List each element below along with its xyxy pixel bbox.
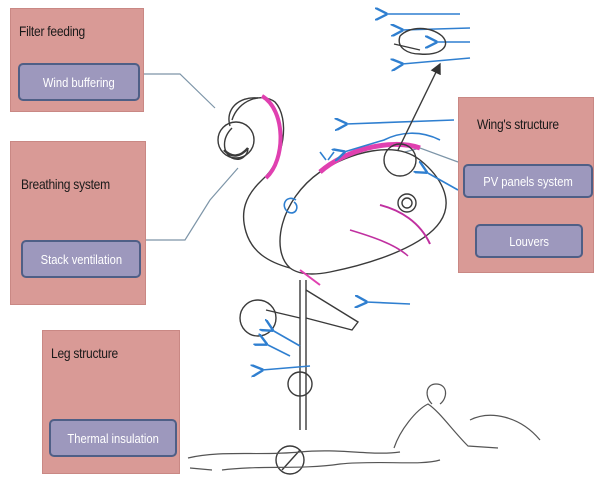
connector-breathing	[146, 168, 238, 240]
wings-structure-panel: Wing's structure PV panels system Louver…	[458, 97, 594, 273]
filter-feeding-panel: Filter feeding Wind buffering	[10, 8, 144, 112]
flamingo-legs	[240, 280, 358, 474]
wind-buffering-pill: Wind buffering	[18, 63, 140, 101]
breathing-system-title: Breathing system	[21, 176, 110, 192]
cloud-sketch	[394, 29, 446, 151]
louvers-pill: Louvers	[475, 224, 583, 258]
leg-structure-title: Leg structure	[51, 345, 118, 361]
leg-structure-panel: Leg structure Thermal insulation	[42, 330, 180, 474]
ground-sketch	[188, 384, 540, 470]
neck-pink	[262, 96, 281, 178]
filter-feeding-title: Filter feeding	[19, 23, 85, 39]
breathing-system-panel: Breathing system Stack ventilation	[10, 141, 146, 305]
stack-ventilation-pill: Stack ventilation	[21, 240, 141, 278]
connector-lines	[144, 74, 458, 240]
head-circle	[218, 122, 254, 158]
connector-filter	[144, 74, 215, 108]
flamingo-body	[280, 144, 446, 285]
pv-panels-system-pill: PV panels system	[463, 164, 593, 198]
wings-structure-title: Wing's structure	[477, 116, 559, 132]
thermal-insulation-pill: Thermal insulation	[49, 419, 177, 457]
